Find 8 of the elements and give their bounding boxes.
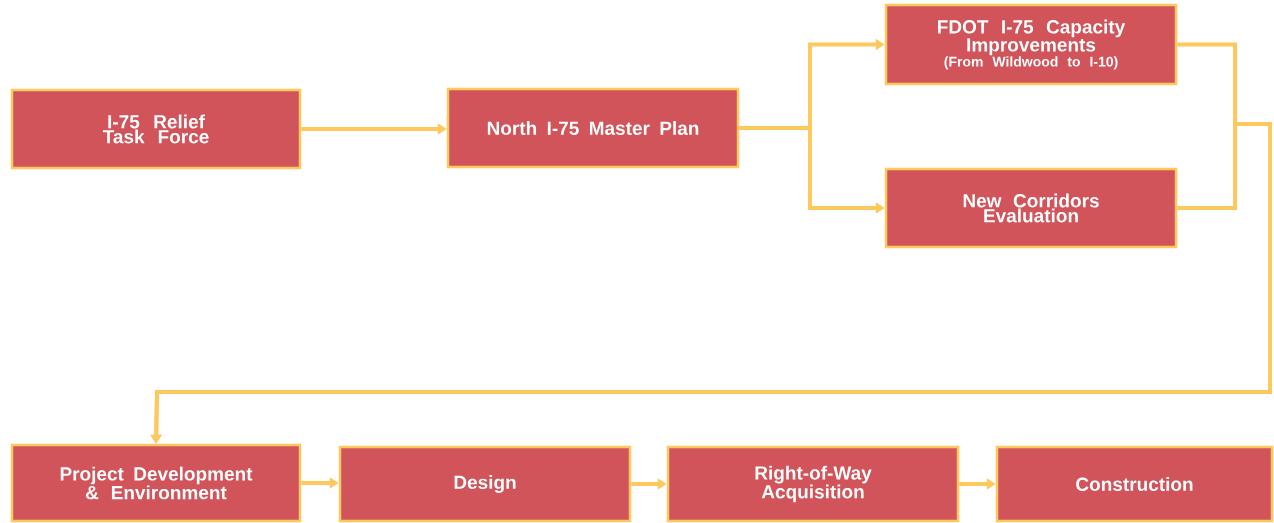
- process-box: North I-75 Master Plan: [446, 87, 740, 169]
- process-box: Right-of-Way Acquisition: [666, 445, 960, 523]
- process-box: New Corridors Evaluation: [884, 167, 1178, 249]
- process-box: Design: [338, 445, 632, 523]
- process-box: FDOT I-75 Capacity Improvements (From Wildwood to I-10): [884, 3, 1178, 86]
- process-box: I-75 Relief Task Force: [10, 88, 302, 170]
- process-box: Construction: [995, 445, 1274, 523]
- process-box: Project Development & Environment: [10, 443, 302, 523]
